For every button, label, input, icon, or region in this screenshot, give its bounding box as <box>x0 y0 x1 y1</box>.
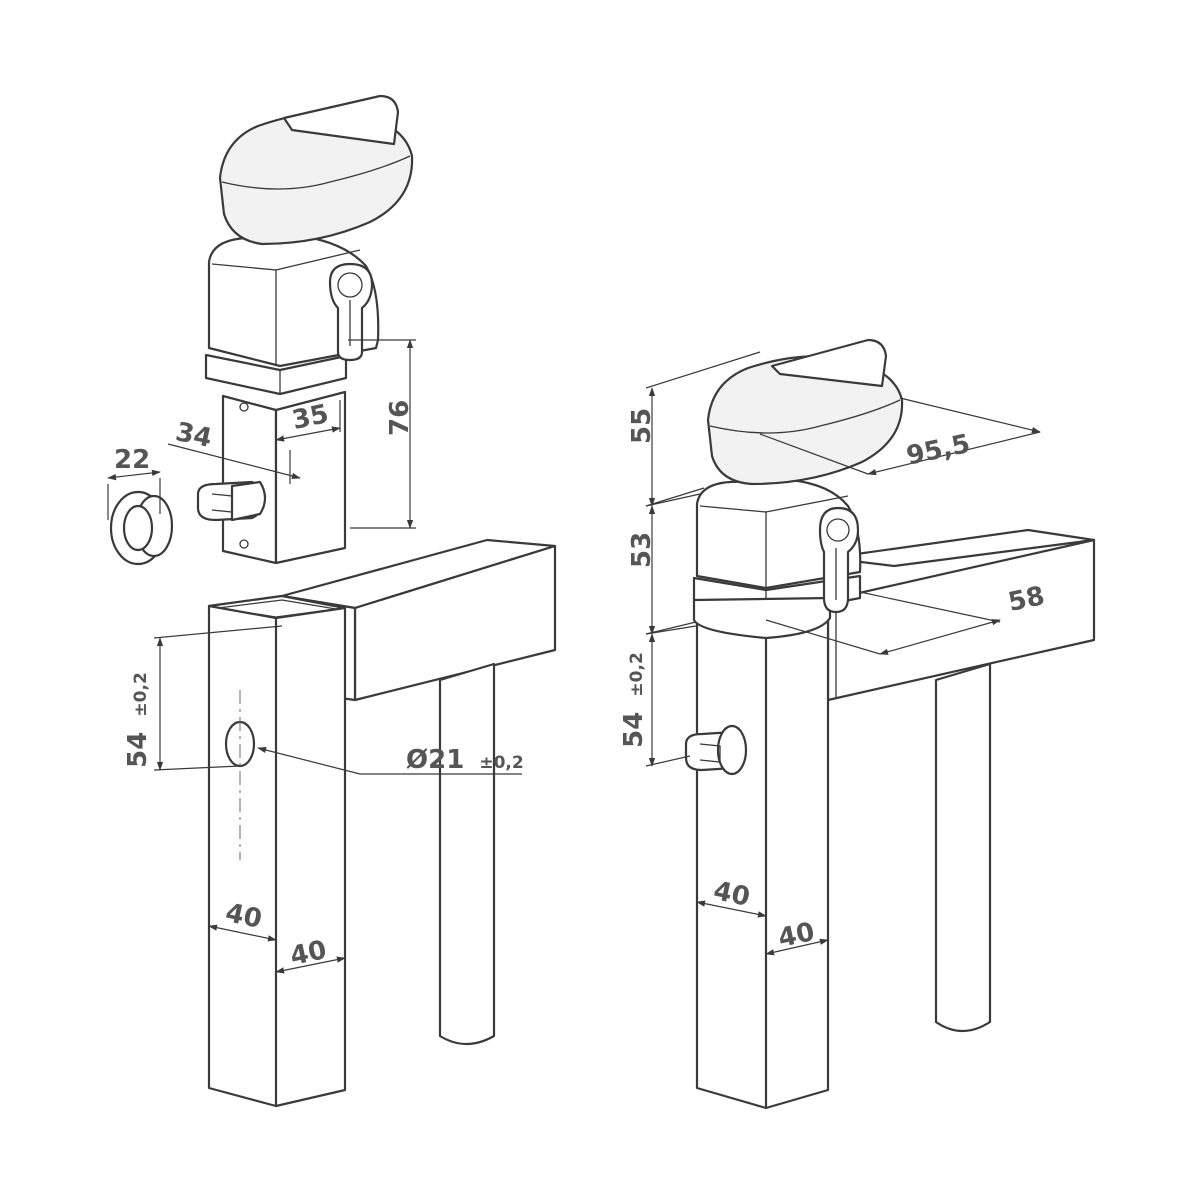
label-35: 35 <box>290 399 332 436</box>
label-40-right-a: 40 <box>711 876 753 913</box>
dim-left-body-height: 76 <box>348 339 416 529</box>
right-lock-body <box>684 338 904 776</box>
dim-left-body-width: 35 <box>275 399 341 442</box>
left-rosette <box>109 490 174 566</box>
label-76: 76 <box>385 400 415 436</box>
dim-left-post-depth: 40 <box>208 898 277 942</box>
dim-right-hole-height: 54 ±0,2 <box>619 625 697 767</box>
dim-left-post-width: 40 <box>275 935 346 974</box>
right-round-bar <box>934 662 992 1033</box>
label-40-right-b: 40 <box>776 917 818 954</box>
dim-right-body-height: 53 <box>627 493 701 635</box>
label-54-left: 54 ±0,2 <box>123 672 153 768</box>
right-post <box>695 618 830 1110</box>
right-assembled-view: 55 95,5 53 58 54 <box>619 338 1096 1110</box>
label-58: 58 <box>1006 581 1048 618</box>
right-knob <box>706 355 904 486</box>
label-22: 22 <box>114 445 150 475</box>
label-d21: Ø21 ±0,2 <box>406 745 524 775</box>
label-40-left-a: 40 <box>223 898 265 935</box>
left-knob <box>218 111 414 246</box>
dim-right-post-depth: 40 <box>696 876 767 918</box>
label-54-right: 54 ±0,2 <box>619 652 649 748</box>
label-34: 34 <box>173 417 215 454</box>
dim-left-hole-diameter: Ø21 ±0,2 <box>257 745 524 775</box>
dim-right-post-width: 40 <box>765 917 829 956</box>
left-post <box>207 594 347 1108</box>
left-round-bar <box>438 662 496 1046</box>
dim-right-body-depth: 58 <box>765 581 1048 655</box>
label-40-left-b: 40 <box>288 935 330 972</box>
dim-left-offset: 34 <box>167 417 301 484</box>
left-lock-body <box>196 94 414 565</box>
dim-right-knob-height: 55 <box>627 351 761 507</box>
label-95-5: 95,5 <box>904 429 973 472</box>
dim-left-hole-height: 54 ±0,2 <box>123 625 283 771</box>
label-53: 53 <box>627 532 657 568</box>
left-exploded-view: 22 34 35 76 54 ±0, <box>107 94 557 1108</box>
label-55: 55 <box>627 408 657 444</box>
dim-left-rosette-width: 22 <box>107 445 161 520</box>
